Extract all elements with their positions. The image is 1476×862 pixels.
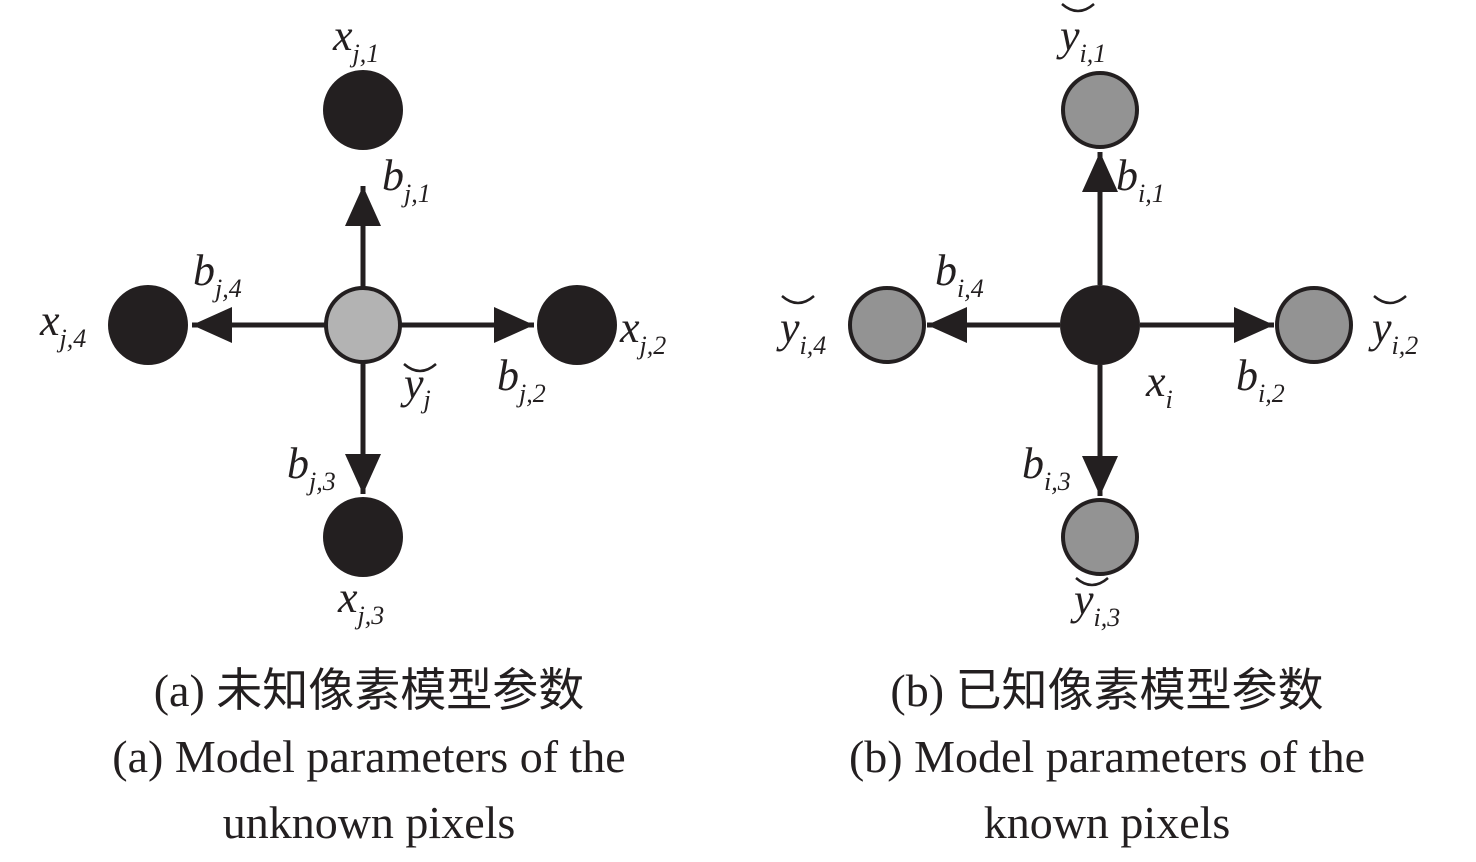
label-a-b3: bj,3 [287,439,336,496]
breve-b-y2 [1373,295,1407,305]
caption-a-cn: (a) 未知像素模型参数 [153,665,585,716]
node-a-left [108,285,188,365]
breve-b-y3 [1075,577,1109,587]
label-a-x2: xj,2 [619,303,666,360]
caption-b-en-line2: known pixels [983,797,1231,848]
caption-b-cn: (b) 已知像素模型参数 [890,665,1324,716]
node-b-bottom [1061,498,1139,576]
label-b-y4: yi,4 [776,303,826,360]
node-b-top [1061,71,1139,149]
label-a-x1: xj,1 [332,11,379,68]
label-b-b2: bi,2 [1236,351,1285,408]
node-a-right [537,285,617,365]
label-b-y2: yi,2 [1368,303,1418,360]
label-a-x3: xj,3 [337,573,384,630]
label-a-x4: xj,4 [39,296,86,353]
node-a-bottom [323,497,403,577]
panel-a-graph: xj,1 xj,2 xj,3 xj,4 yj bj,1 bj,2 bj,3 bj… [39,11,666,630]
caption-a-en-line2: unknown pixels [222,797,516,848]
breve-b-y4 [781,295,815,305]
label-b-b3: bi,3 [1022,439,1071,496]
label-b-b1: bi,1 [1116,151,1165,208]
label-b-center: xi [1145,357,1173,414]
label-a-b1: bj,1 [382,151,431,208]
label-a-b2: bj,2 [497,351,546,408]
label-b-b4: bi,4 [935,246,984,303]
panel-b-graph: yi,1 yi,2 yi,3 yi,4 xi bi,1 bi,2 bi,3 bi… [776,3,1418,632]
caption-b-en-line1: (b) Model parameters of the [848,731,1366,782]
diagram-canvas: xj,1 xj,2 xj,3 xj,4 yj bj,1 bj,2 bj,3 bj… [39,3,1418,632]
node-b-right [1275,286,1353,364]
label-a-b4: bj,4 [193,246,242,303]
breve-a-center [403,363,437,373]
node-a-center [324,286,402,364]
caption-panel-b: (b) 已知像素模型参数 (b) Model parameters of the… [738,658,1476,856]
node-b-center [1060,285,1140,365]
label-a-center: yj [400,359,431,414]
breve-b-y1 [1061,3,1095,13]
caption-a-en-line1: (a) Model parameters of the [112,731,626,782]
node-b-left [848,286,926,364]
node-a-top [323,70,403,150]
caption-panel-a: (a) 未知像素模型参数 (a) Model parameters of the… [0,658,738,856]
label-b-y1: yi,1 [1056,11,1106,68]
